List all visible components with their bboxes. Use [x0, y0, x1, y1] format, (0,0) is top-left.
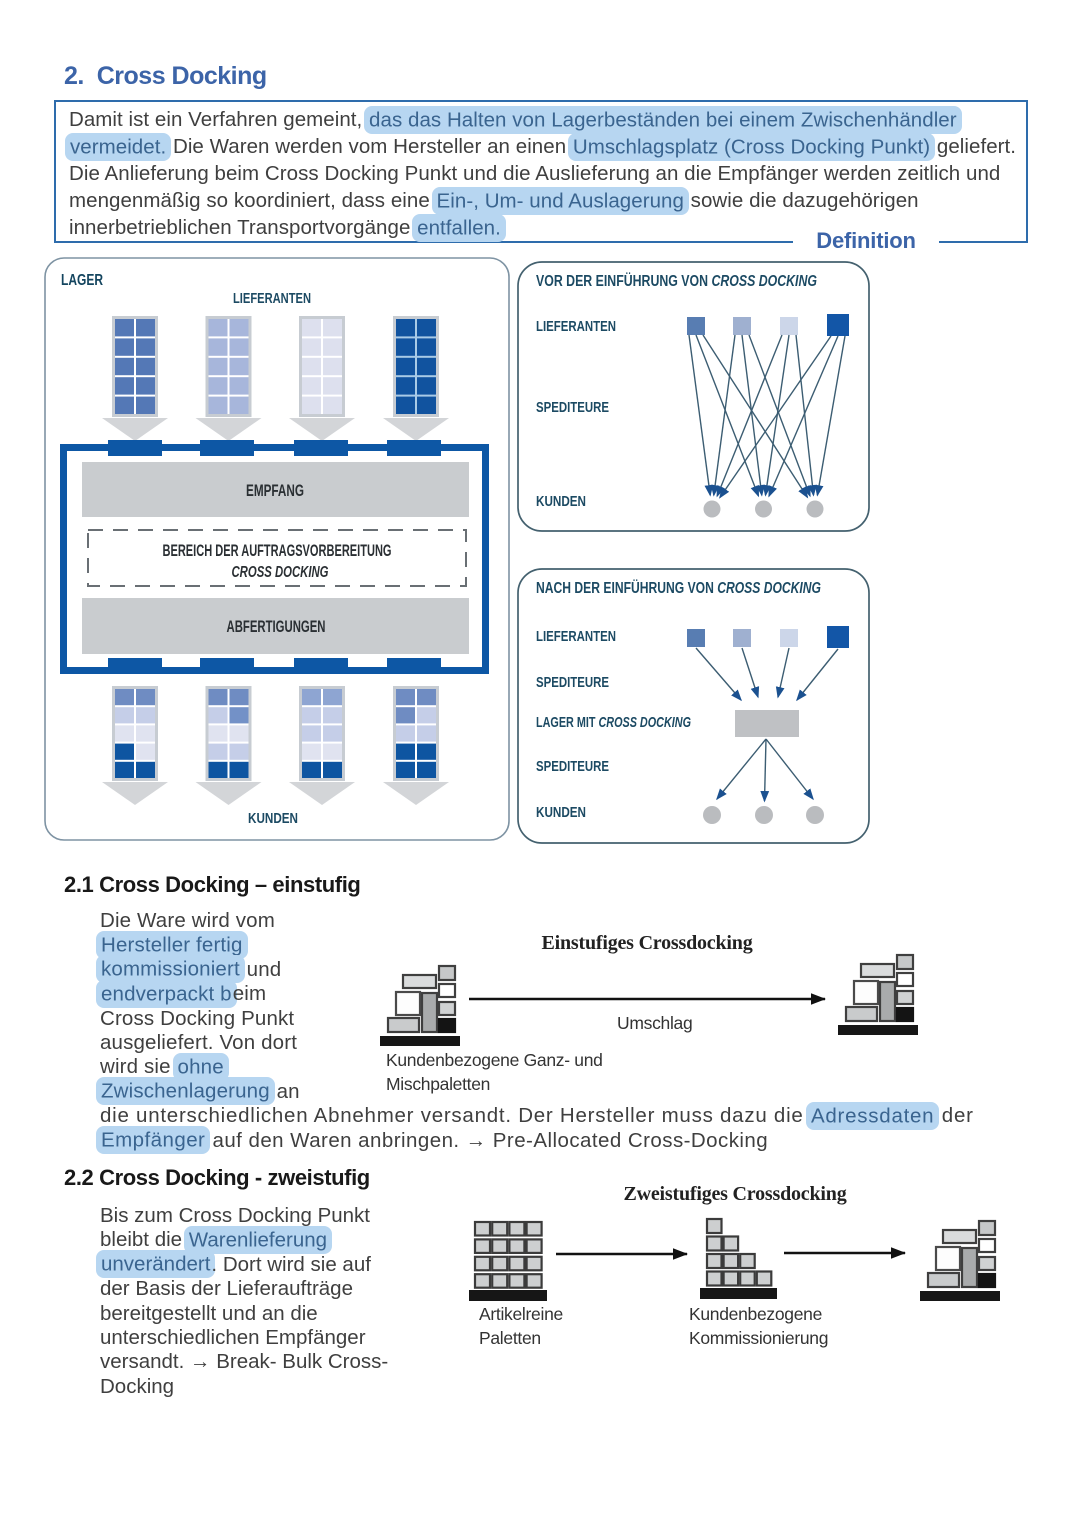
- svg-text:KUNDEN: KUNDEN: [536, 804, 586, 821]
- svg-text:SPEDITEURE: SPEDITEURE: [536, 674, 609, 691]
- svg-text:BEREICH DER AUFTRAGSVORBEREITU: BEREICH DER AUFTRAGSVORBEREITUNG: [163, 541, 392, 560]
- svg-text:SPEDITEURE: SPEDITEURE: [536, 758, 609, 775]
- svg-text:LAGER MIT CROSS DOCKING: LAGER MIT CROSS DOCKING: [536, 714, 691, 731]
- svg-text:EMPFANG: EMPFANG: [246, 481, 304, 500]
- svg-text:CROSS DOCKING: CROSS DOCKING: [232, 564, 329, 581]
- svg-text:SPEDITEURE: SPEDITEURE: [536, 399, 609, 416]
- svg-text:LIEFERANTEN: LIEFERANTEN: [536, 318, 616, 335]
- svg-text:KUNDEN: KUNDEN: [248, 810, 298, 827]
- svg-text:LAGER: LAGER: [61, 272, 103, 289]
- svg-text:LIEFERANTEN: LIEFERANTEN: [233, 290, 311, 307]
- svg-text:NACH DER EINFÜHRUNG VON CROSS: NACH DER EINFÜHRUNG VON CROSS DOCKING: [536, 578, 821, 597]
- svg-text:ABFERTIGUNGEN: ABFERTIGUNGEN: [227, 617, 326, 636]
- svg-text:LIEFERANTEN: LIEFERANTEN: [536, 628, 616, 645]
- svg-text:KUNDEN: KUNDEN: [536, 493, 586, 510]
- svg-text:VOR DER EINFÜHRUNG VON CROSS D: VOR DER EINFÜHRUNG VON CROSS DOCKING: [536, 271, 817, 290]
